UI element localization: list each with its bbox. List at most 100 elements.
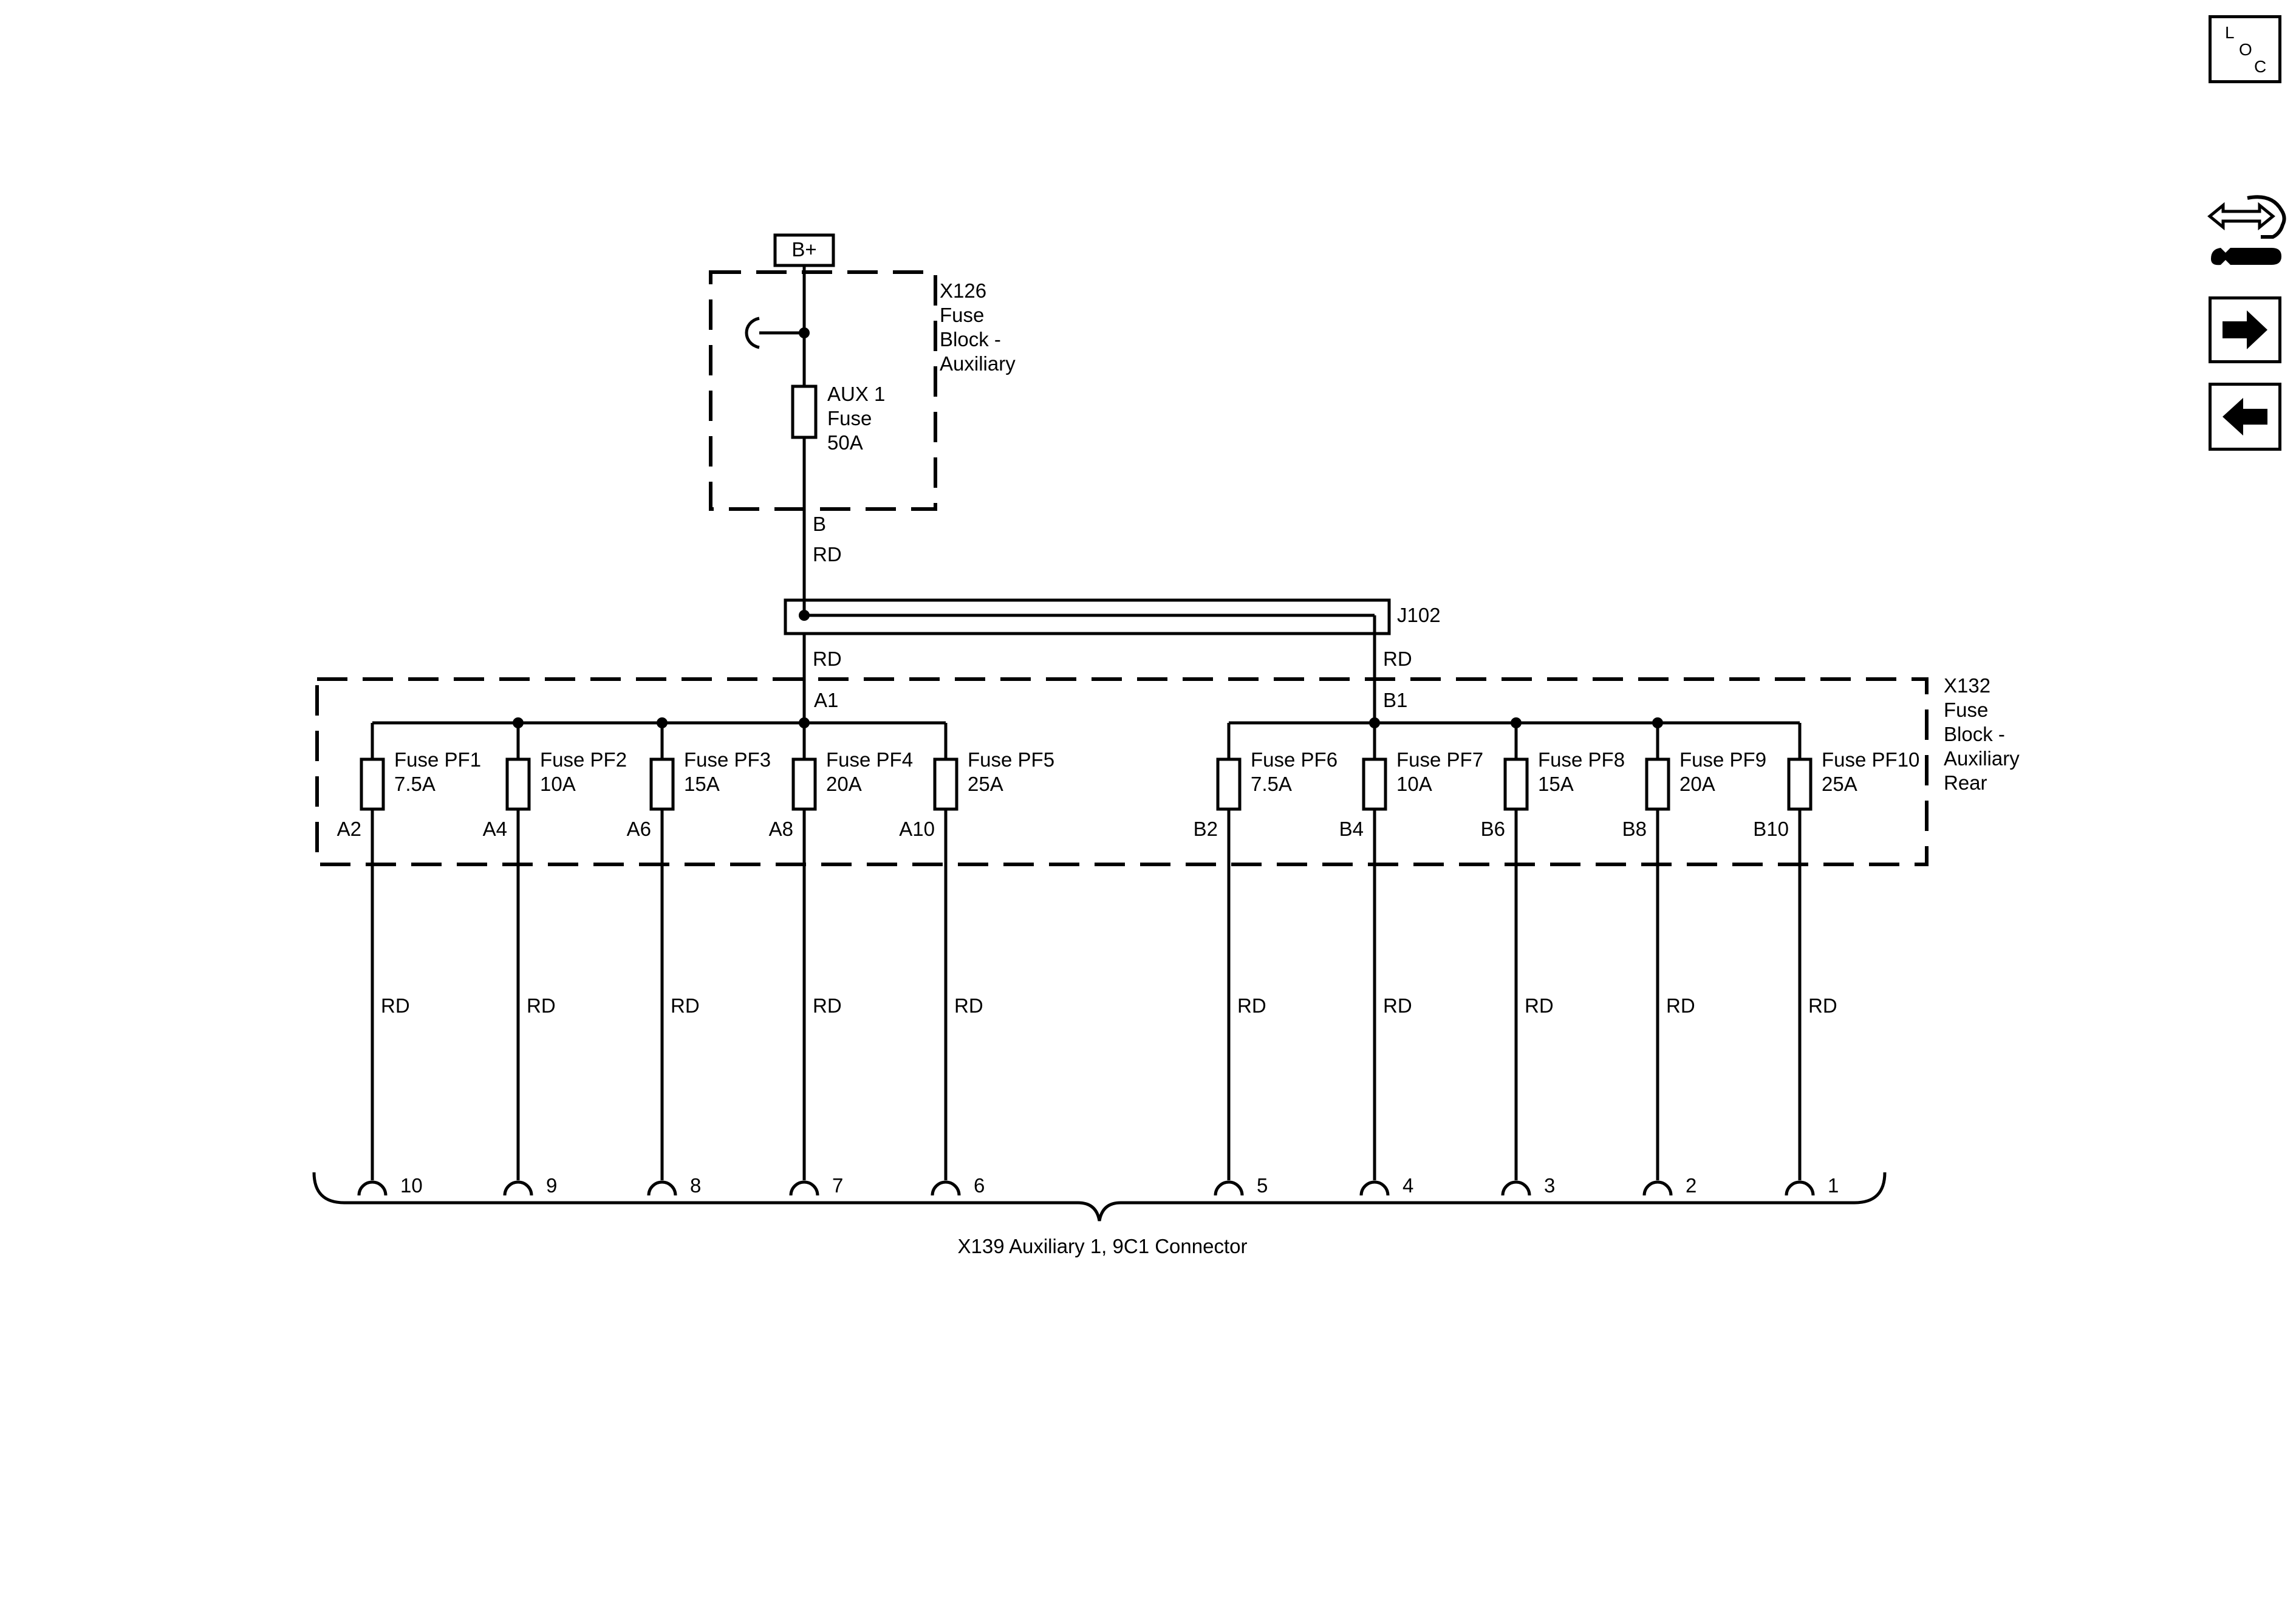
lower-block-line: X132 (1944, 674, 1990, 697)
connector-brace (312, 1172, 1887, 1222)
fuse-terminal-label: B6 (1481, 818, 1505, 840)
tap-hook-icon (745, 316, 760, 349)
loc-letter-o: O (2239, 40, 2252, 59)
lower-fuse-block-label: X132 Fuse Block - Auxiliary Rear (1944, 674, 2025, 794)
two-way-arrow-icon (2207, 202, 2275, 231)
fuse-symbol (1503, 757, 1529, 811)
fuse-name-label: Fuse PF9 (1679, 748, 1766, 771)
fuse-symbol (1362, 757, 1387, 811)
fuse-terminal-label: A2 (337, 818, 361, 840)
splice-pack-outline (784, 598, 1391, 635)
connector-pin-label: 9 (546, 1174, 557, 1197)
fuse-terminal-label: A10 (899, 818, 935, 840)
fuse-symbol (505, 757, 531, 811)
connector-pin-label: 3 (1544, 1174, 1555, 1197)
wire-color-label: RD (381, 994, 410, 1017)
connector-pin-cavity (1501, 1180, 1531, 1196)
fuse-terminal-label: B8 (1622, 818, 1647, 840)
aux1-fuse-line: Fuse (827, 407, 872, 429)
connector-pin-label: 8 (690, 1174, 701, 1197)
splice-junction-dot (799, 610, 810, 621)
fuse-symbol (933, 757, 958, 811)
fuse-name-label: Fuse PF2 (540, 748, 627, 771)
fuse-name-label: Fuse PF3 (684, 748, 771, 771)
fuse-symbol (1787, 757, 1813, 811)
connector-pin-label: 2 (1686, 1174, 1696, 1197)
lower-fuse-block-outline (315, 677, 1929, 866)
fuse-terminal-label: A4 (483, 818, 507, 840)
fuse-rating-label: 7.5A (1251, 773, 1292, 795)
connector-pin-cavity (357, 1180, 388, 1196)
service-wrench-icon[interactable] (2205, 193, 2290, 276)
wire-color-label: RD (1383, 994, 1412, 1017)
fuse-rating-label: 20A (826, 773, 862, 795)
connector-pin-label: 10 (400, 1174, 423, 1197)
connector-pin-cavity (1214, 1180, 1244, 1196)
upper-block-line: Fuse (940, 304, 984, 326)
fuse-rating-label: 20A (1679, 773, 1715, 795)
fuse-rating-label: 15A (1538, 773, 1574, 795)
right-bus-terminal: B1 (1383, 689, 1407, 711)
next-page-button[interactable] (2209, 296, 2281, 363)
connector-pin-label: 4 (1403, 1174, 1413, 1197)
aux1-fuse-symbol (791, 385, 818, 439)
fuse-terminal-label: B4 (1339, 818, 1364, 840)
fuse-symbol (360, 757, 385, 811)
right-feed-wire-color: RD (1383, 648, 1412, 670)
battery-positive-label: B+ (791, 238, 816, 261)
upper-out-terminal: B (813, 513, 826, 535)
fuse-name-label: Fuse PF7 (1396, 748, 1483, 771)
aux1-fuse-label: AUX 1 Fuse 50A (827, 383, 891, 454)
upper-block-line: X126 (940, 279, 986, 302)
connector-pin-cavity (1642, 1180, 1673, 1196)
vehicle-outline-icon (2247, 195, 2286, 239)
connector-pin-label: 7 (832, 1174, 843, 1197)
fuse-name-label: Fuse PF6 (1251, 748, 1338, 771)
fuse-name-label: Fuse PF10 (1822, 748, 1919, 771)
fuse-name-label: Fuse PF4 (826, 748, 913, 771)
upper-out-wire-color: RD (813, 543, 842, 566)
fuse-rating-label: 25A (968, 773, 1003, 795)
left-bus-terminal: A1 (814, 689, 838, 711)
arrow-right-icon (2223, 310, 2267, 349)
fuse-name-label: Fuse PF1 (394, 748, 481, 771)
fuse-terminal-label: B10 (1753, 818, 1789, 840)
fuse-symbol (791, 757, 817, 811)
connector-pin-cavity (789, 1180, 819, 1196)
previous-page-button[interactable] (2209, 383, 2281, 451)
wire-color-label: RD (1666, 994, 1695, 1017)
wire-color-label: RD (954, 994, 983, 1017)
loc-letter-c: C (2254, 57, 2267, 76)
tap-junction-dot (799, 327, 810, 338)
upper-block-line: Block - (940, 328, 1001, 350)
wire-color-label: RD (1808, 994, 1837, 1017)
fuse-terminal-label: A6 (627, 818, 651, 840)
wire-color-label: RD (671, 994, 700, 1017)
lower-block-line: Block - (1944, 723, 2005, 745)
fuse-name-label: Fuse PF8 (1538, 748, 1625, 771)
fuse-rating-label: 10A (540, 773, 576, 795)
connector-pin-label: 5 (1257, 1174, 1268, 1197)
upper-fuse-block-outline (709, 270, 937, 511)
fuse-rating-label: 25A (1822, 773, 1857, 795)
upper-fuse-block-label: X126 Fuse Block - Auxiliary (940, 279, 1016, 375)
connector-pin-cavity (647, 1180, 677, 1196)
fuse-rating-label: 10A (1396, 773, 1432, 795)
aux1-fuse-line: 50A (827, 431, 863, 454)
connector-label: X139 Auxiliary 1, 9C1 Connector (958, 1235, 1248, 1257)
connector-pin-label: 6 (974, 1174, 985, 1197)
fuse-rating-label: 7.5A (394, 773, 436, 795)
wire-color-label: RD (1237, 994, 1266, 1017)
wrench-icon (2211, 248, 2281, 265)
loc-letter-l: L (2225, 23, 2235, 42)
left-feed-wire-color: RD (813, 648, 842, 670)
wire-color-label: RD (813, 994, 842, 1017)
aux1-fuse-line: AUX 1 (827, 383, 885, 405)
fuse-name-label: Fuse PF5 (968, 748, 1054, 771)
lower-block-line: Rear (1944, 771, 1987, 794)
arrow-left-icon (2223, 398, 2267, 436)
connector-pin-cavity (931, 1180, 961, 1196)
loc-icon[interactable]: L O C (2209, 15, 2281, 83)
fuse-symbol (649, 757, 675, 811)
